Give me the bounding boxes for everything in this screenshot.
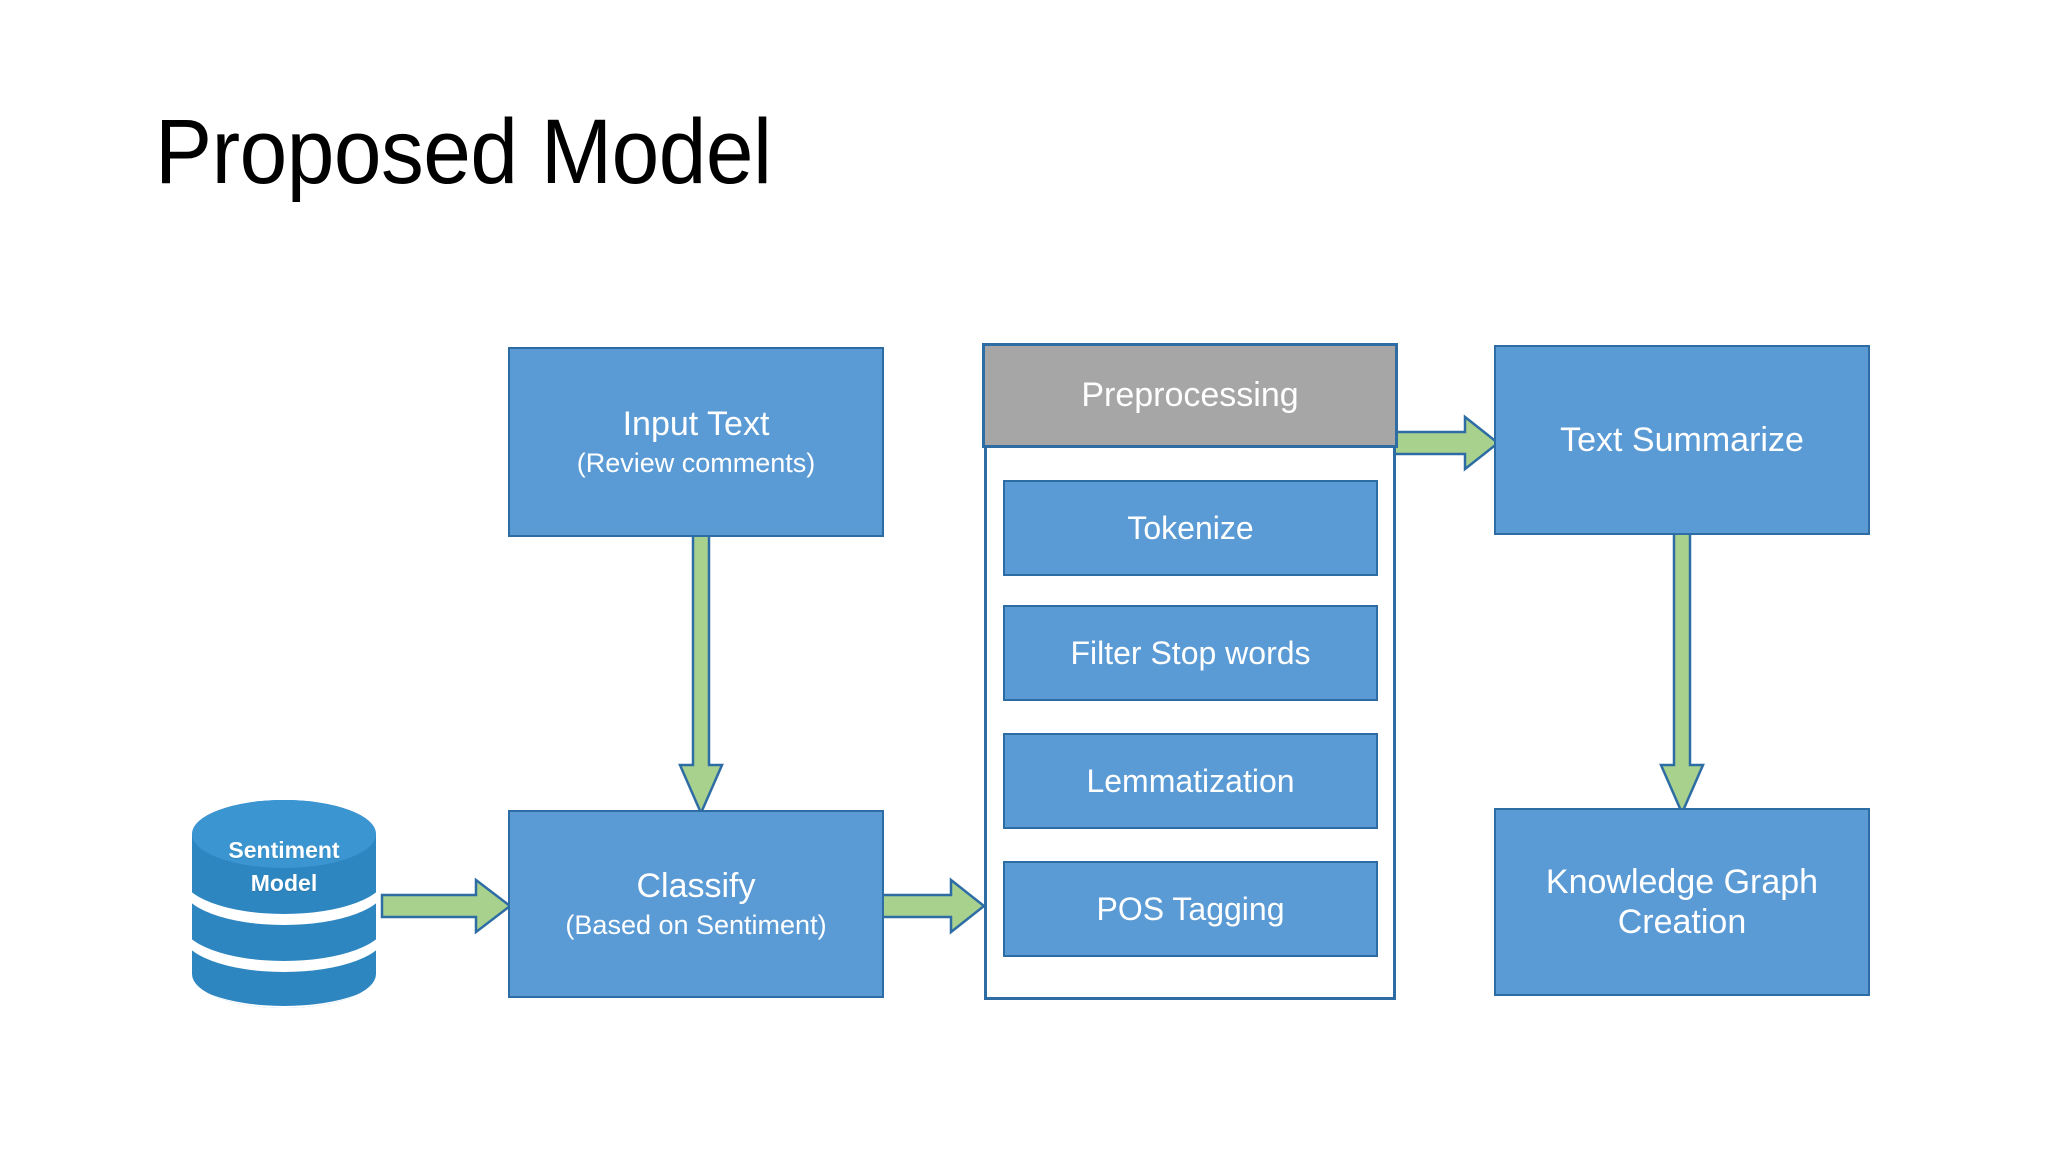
page-title: Proposed Model	[155, 101, 772, 203]
knowledge-graph-label-line1: Knowledge Graph	[1545, 862, 1819, 901]
classify-title: Classify	[636, 867, 756, 906]
classify-subtitle: (Based on Sentiment)	[565, 910, 827, 941]
arrow-preprocessing-to-summarize	[1390, 414, 1501, 472]
arrow-summarize-to-knowledge-graph	[1659, 531, 1705, 817]
preprocessing-step-tokenize[interactable]: Tokenize	[1003, 480, 1378, 576]
input-text-title: Input Text	[622, 405, 770, 444]
arrow-input-to-classify	[678, 531, 724, 817]
node-text-summarize[interactable]: Text Summarize	[1494, 345, 1870, 535]
preprocessing-step-pos-tagging[interactable]: POS Tagging	[1003, 861, 1378, 957]
knowledge-graph-label-line2: Creation	[1617, 903, 1747, 941]
preprocessing-step-lemmatization[interactable]: Lemmatization	[1003, 733, 1378, 829]
node-knowledge-graph-creation[interactable]: Knowledge Graph Creation	[1494, 808, 1870, 996]
arrow-sentiment-to-classify	[380, 877, 513, 935]
database-cylinder-icon	[192, 800, 376, 1008]
arrow-classify-to-preprocessing	[879, 877, 987, 935]
sentiment-model-database[interactable]: Sentiment Model	[188, 800, 380, 1008]
node-input-text[interactable]: Input Text (Review comments)	[508, 347, 884, 537]
preprocessing-header[interactable]: Preprocessing	[982, 343, 1398, 448]
node-classify[interactable]: Classify (Based on Sentiment)	[508, 810, 884, 998]
preprocessing-step-filter-stop-words[interactable]: Filter Stop words	[1003, 605, 1378, 701]
input-text-subtitle: (Review comments)	[576, 448, 816, 479]
text-summarize-title: Text Summarize	[1560, 420, 1804, 459]
